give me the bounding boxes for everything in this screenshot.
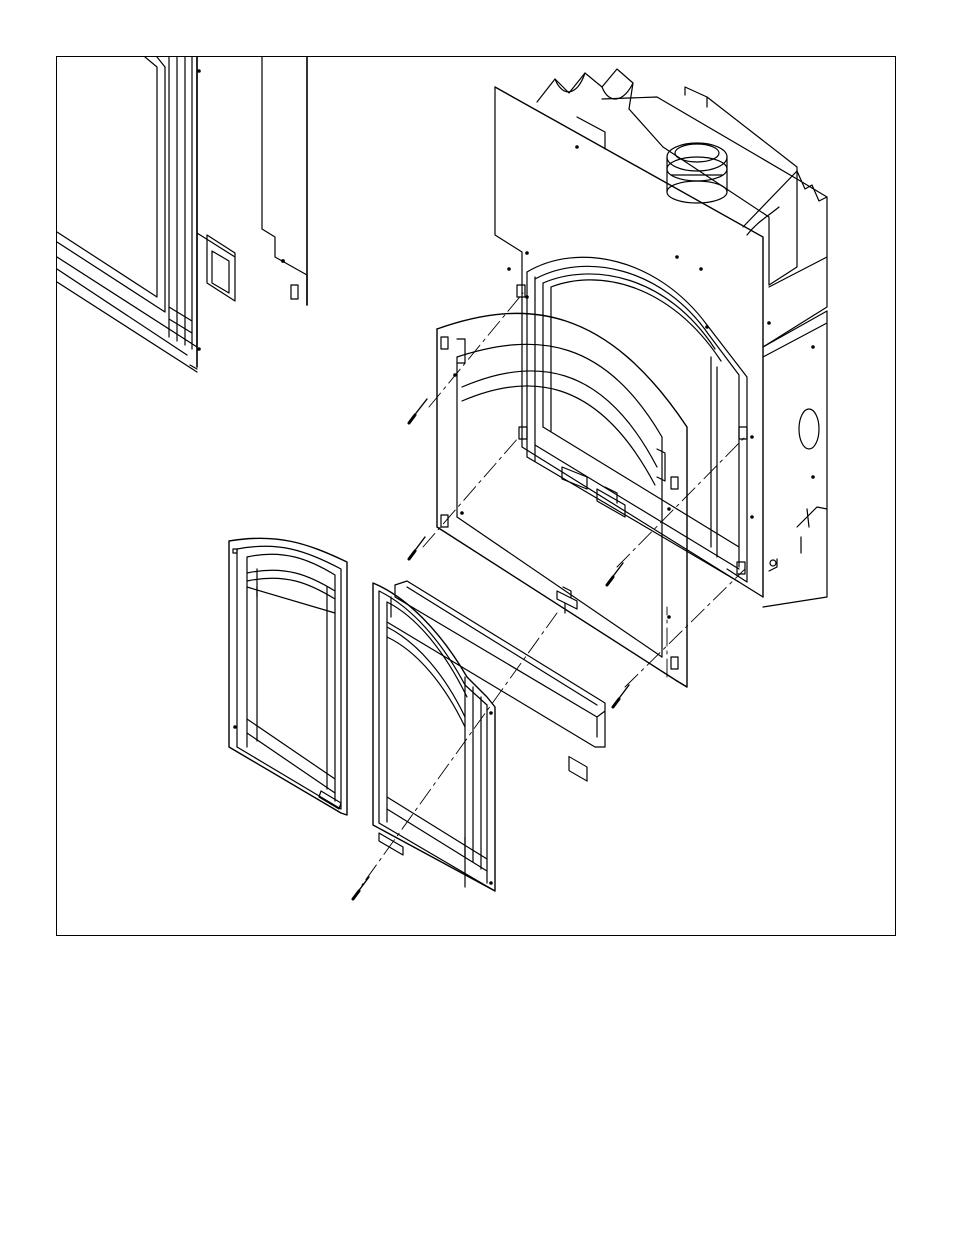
screw-fastener xyxy=(607,563,623,585)
arched-door-panel-rear xyxy=(229,538,347,815)
screw-fastener xyxy=(409,537,425,559)
bottom-louver-strip xyxy=(387,581,605,747)
exploded-view-figure xyxy=(56,56,896,936)
exploded-view-drawing xyxy=(57,57,896,936)
screw-fasteners xyxy=(353,399,629,899)
screw-fastener xyxy=(409,399,427,423)
screw-fastener xyxy=(353,877,369,899)
fireplace-firebox xyxy=(495,69,827,781)
arched-front-frame xyxy=(437,313,687,687)
screw-fastener xyxy=(613,685,629,707)
detail-inset xyxy=(57,57,307,372)
